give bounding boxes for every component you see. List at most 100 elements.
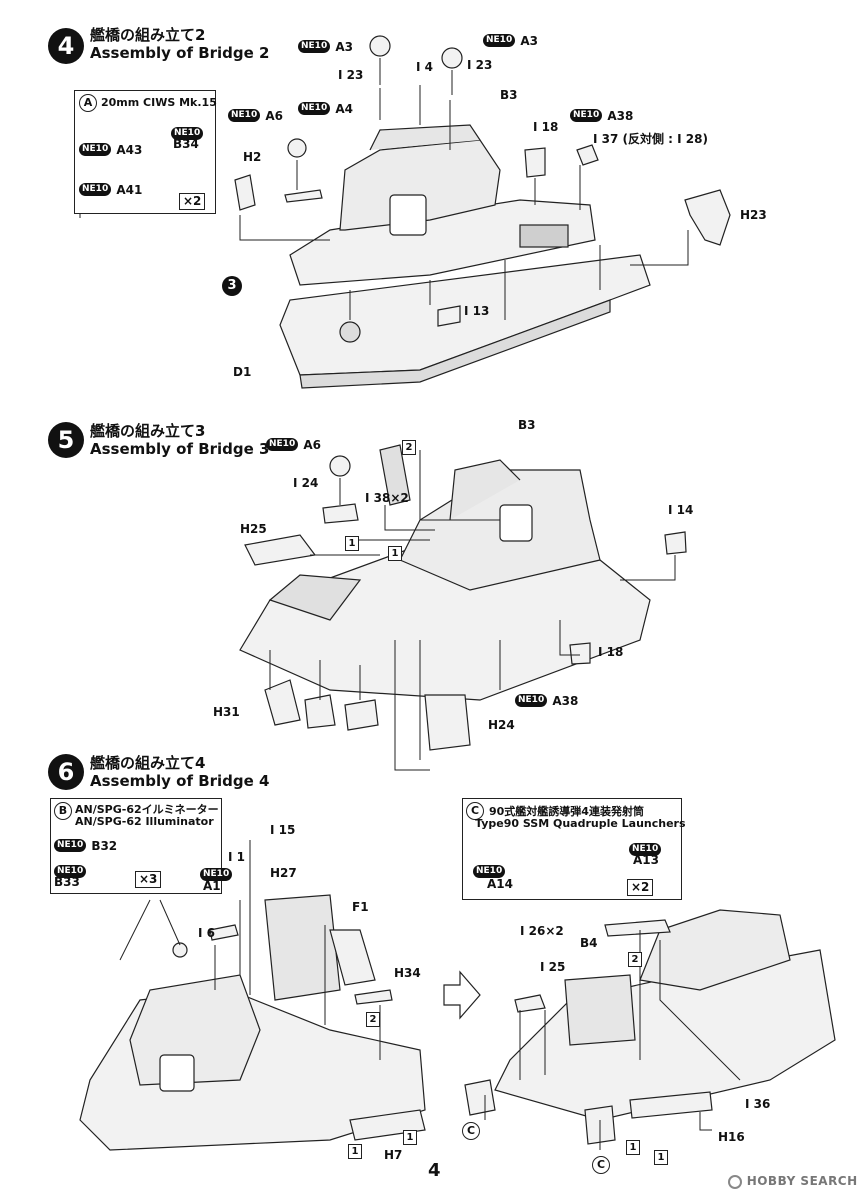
part-label-i38x2: I 38×2 [365, 491, 409, 505]
ref-circle-c: C [462, 1122, 480, 1140]
ne10-tag: NE10 [629, 843, 662, 856]
part-label-i13: I 13 [464, 304, 490, 318]
ref-square-1c: 1 [626, 1140, 640, 1155]
ref-circle-c2: C [592, 1156, 610, 1174]
step-4-number: 4 [48, 28, 84, 64]
subassembly-a-box: A 20mm CIWS Mk.15 NE10 B34 NE10 A43 NE10… [74, 90, 217, 214]
ne10-tag: NE10 [483, 34, 516, 47]
step-4-title-en: Assembly of Bridge 2 [90, 44, 270, 62]
ne10-tag: NE10 [570, 109, 603, 122]
ref-step-3: 3 [222, 276, 242, 296]
step-6-title-en: Assembly of Bridge 4 [90, 772, 270, 790]
part-label-a13: A13 [633, 853, 659, 867]
subassembly-b-title-jp: AN/SPG-62イルミネーター [75, 803, 219, 816]
part-label-a14: A14 [487, 877, 513, 891]
step-6-number: 6 [48, 754, 84, 790]
part-label-a3: A3 [335, 40, 353, 54]
ref-square-2b: 2 [628, 952, 642, 967]
subassembly-b-letter: B [54, 802, 72, 820]
ne10-tag: NE10 [200, 868, 233, 881]
part-label-i18: I 18 [533, 120, 559, 134]
part-label-h2: H2 [243, 150, 262, 164]
subassembly-a-letter: A [79, 94, 97, 112]
part-label-a4: A4 [335, 102, 353, 116]
part-label-b3: B3 [500, 88, 518, 102]
subassembly-b-box: B AN/SPG-62イルミネーター AN/SPG-62 Illuminator… [50, 798, 222, 894]
part-label-h16: H16 [718, 1130, 745, 1144]
part-label-a3b: A3 [520, 34, 538, 48]
part-label-b34: B34 [173, 137, 199, 151]
ref-square-1b: 1 [388, 546, 402, 561]
part-label-i24: I 24 [293, 476, 319, 490]
quantity-badge: ×2 [179, 193, 206, 210]
part-label-i4: I 4 [416, 60, 433, 74]
watermark: HOBBY SEARCH [728, 1174, 858, 1189]
part-label-a6: A6 [265, 109, 283, 123]
part-h23 [684, 189, 731, 246]
ref-square-1: 1 [345, 536, 359, 551]
part-label-h25: H25 [240, 522, 267, 536]
part-label-i14: I 14 [668, 503, 694, 517]
next-arrow [443, 970, 481, 1020]
part-label-a1: A1 [203, 879, 221, 893]
part-label-i23b: I 23 [467, 58, 493, 72]
step-5-title-jp: 艦橋の組み立て3 [90, 422, 206, 440]
part-label-h7: H7 [384, 1148, 403, 1162]
part-label-h34: H34 [394, 966, 421, 980]
step-5-number: 5 [48, 422, 84, 458]
subassembly-c-box: C 90式艦対艦誘導弾4連装発射筒 Type90 SSM Quadruple L… [462, 798, 686, 900]
step-4-title-jp: 艦橋の組み立て2 [90, 26, 206, 44]
part-label-h31: H31 [213, 705, 240, 719]
quantity-badge: ×3 [135, 871, 162, 888]
step-6-title-jp: 艦橋の組み立て4 [90, 754, 206, 772]
ne10-tag: NE10 [298, 102, 331, 115]
ne10-tag: NE10 [515, 694, 548, 707]
ref-square-1d: 1 [654, 1150, 668, 1165]
part-label-h24: H24 [488, 718, 515, 732]
part-label-i1: I 1 [228, 850, 245, 864]
watermark-text: HOBBY SEARCH [746, 1174, 858, 1188]
quantity-badge: ×2 [627, 879, 654, 896]
subassembly-c-title-jp: 90式艦対艦誘導弾4連装発射筒 [489, 805, 644, 818]
ne10-tag: NE10 [54, 865, 87, 878]
part-label-i37: I 37 (反対側 : I 28) [593, 132, 708, 146]
part-label-a6: A6 [303, 438, 321, 452]
part-label-i18: I 18 [598, 645, 624, 659]
part-label-a43: A43 [116, 143, 143, 157]
subassembly-b-title-en: AN/SPG-62 Illuminator [75, 815, 214, 828]
ne10-tag: NE10 [266, 438, 299, 451]
ref-square-1b: 1 [403, 1130, 417, 1145]
part-label-d1: D1 [233, 365, 252, 379]
part-label-f1: F1 [352, 900, 369, 914]
subassembly-c-title-en: Type90 SSM Quadruple Launchers [475, 817, 686, 830]
part-label-i6: I 6 [198, 926, 215, 940]
part-label-a41: A41 [116, 183, 143, 197]
ne10-tag: NE10 [228, 109, 261, 122]
ne10-tag: NE10 [298, 40, 331, 53]
ne10-tag: NE10 [79, 183, 112, 196]
part-label-a38: A38 [552, 694, 579, 708]
ne10-tag: NE10 [54, 839, 87, 852]
part-label-b4: B4 [580, 936, 598, 950]
ref-square-1: 1 [348, 1144, 362, 1159]
part-label-i15: I 15 [270, 823, 296, 837]
part-label-h23: H23 [740, 208, 767, 222]
ref-square-2: 2 [366, 1012, 380, 1027]
ne10-tag: NE10 [473, 865, 506, 878]
part-label-h27: H27 [270, 866, 297, 880]
watermark-logo-icon [728, 1174, 742, 1189]
part-label-b32: B32 [91, 839, 118, 853]
part-label-i26x2: I 26×2 [520, 924, 564, 938]
ref-square-2: 2 [402, 440, 416, 455]
part-label-b33: B33 [54, 875, 80, 889]
ne10-tag: NE10 [79, 143, 112, 156]
subassembly-c-letter: C [466, 802, 484, 820]
part-label-i25: I 25 [540, 960, 566, 974]
step-5-title-en: Assembly of Bridge 3 [90, 440, 270, 458]
part-label-i36: I 36 [745, 1097, 771, 1111]
part-label-a38: A38 [607, 109, 634, 123]
page-number: 4 [428, 1160, 441, 1181]
subassembly-a-title: 20mm CIWS Mk.15 [101, 96, 217, 109]
part-label-i23: I 23 [338, 68, 364, 82]
part-label-b3: B3 [518, 418, 536, 432]
